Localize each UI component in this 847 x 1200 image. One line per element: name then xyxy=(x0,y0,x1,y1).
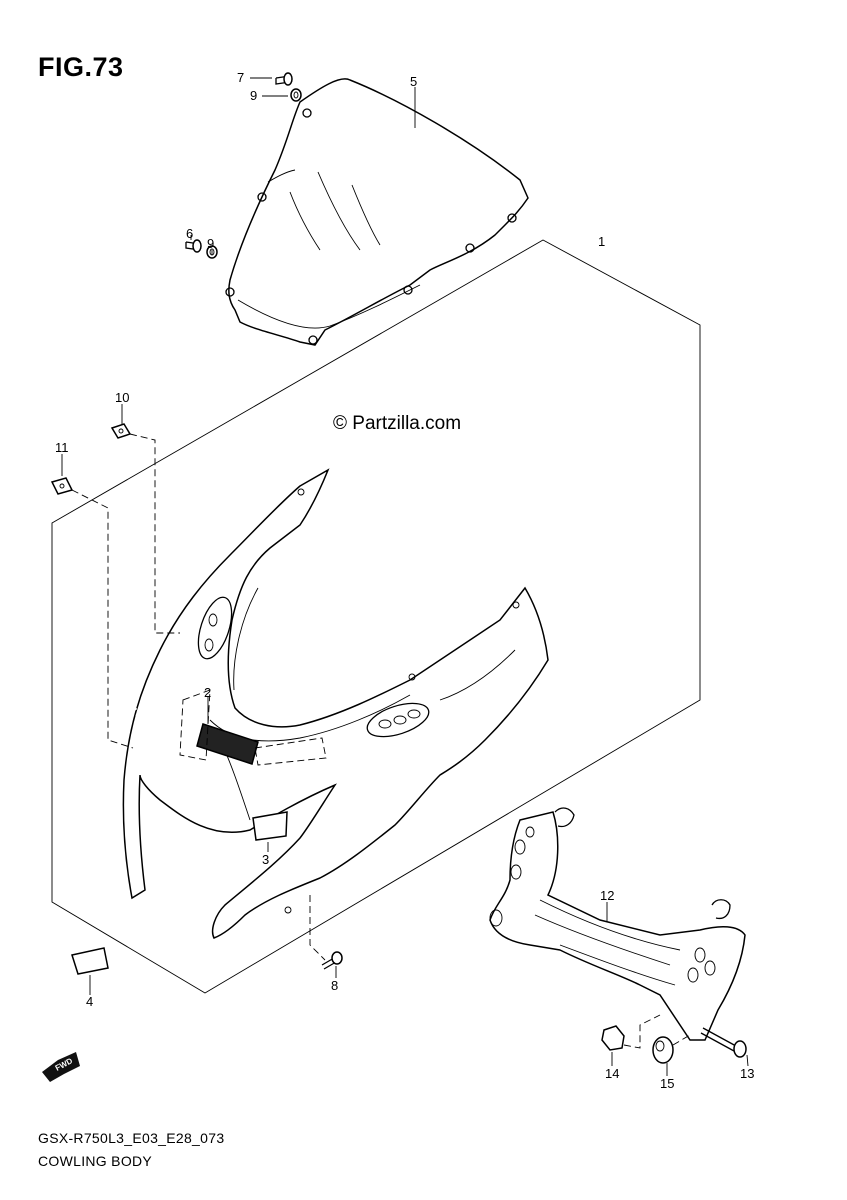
assembly-box-1 xyxy=(51,239,701,994)
diagram-code: GSX-R750L3_E03_E28_073 xyxy=(38,1130,225,1146)
callout-12: 12 xyxy=(600,888,614,903)
callout-1: 1 xyxy=(598,234,605,249)
callout-15: 15 xyxy=(660,1076,674,1091)
diagram-name: COWLING BODY xyxy=(38,1153,153,1169)
cushion-15[interactable] xyxy=(652,1036,674,1064)
callout-2: 2 xyxy=(204,685,211,700)
callout-10: 10 xyxy=(115,390,129,405)
windscreen[interactable] xyxy=(225,78,529,346)
cowling-body[interactable] xyxy=(122,468,549,939)
callout-6: 6 xyxy=(186,226,193,241)
leader-nut-11 xyxy=(71,489,134,749)
nut-11[interactable] xyxy=(50,477,74,495)
screw-7[interactable] xyxy=(275,72,293,86)
decal-backing-2b xyxy=(254,737,327,766)
washer-9-upper[interactable] xyxy=(290,88,302,102)
leader-bolt-8 xyxy=(309,895,326,961)
bolt-13[interactable] xyxy=(700,1027,747,1058)
pad-4[interactable] xyxy=(71,947,109,975)
leader-nut-14 xyxy=(623,1014,661,1049)
callout-9-upper: 9 xyxy=(250,88,257,103)
callout-5: 5 xyxy=(410,74,417,89)
screw-6[interactable] xyxy=(185,239,202,253)
pad-3[interactable] xyxy=(252,811,288,841)
leader-nut-10 xyxy=(129,433,180,634)
nut-10[interactable] xyxy=(110,423,132,439)
callout-9-lower: 9 xyxy=(207,236,214,251)
leader-cushion-15 xyxy=(672,1034,691,1046)
bolt-8[interactable] xyxy=(321,951,343,970)
callout-13: 13 xyxy=(740,1066,754,1081)
cowling-stay-bracket[interactable] xyxy=(489,807,746,1041)
decal-backing-2 xyxy=(179,689,211,761)
callout-labels: 1 2 3 4 5 6 7 8 9 9 10 11 12 13 14 15 xyxy=(55,70,754,1091)
callout-7: 7 xyxy=(237,70,244,85)
callout-14: 14 xyxy=(605,1066,619,1081)
callout-11: 11 xyxy=(55,440,69,455)
nut-14[interactable] xyxy=(601,1025,625,1051)
callout-leaders xyxy=(61,77,749,1076)
callout-8: 8 xyxy=(331,978,338,993)
watermark-text: © Partzilla.com xyxy=(333,413,462,434)
callout-3: 3 xyxy=(262,852,269,867)
callout-4: 4 xyxy=(86,994,93,1009)
forward-direction-marker: FWD xyxy=(42,1052,80,1082)
figure-title: FIG.73 xyxy=(38,52,124,82)
